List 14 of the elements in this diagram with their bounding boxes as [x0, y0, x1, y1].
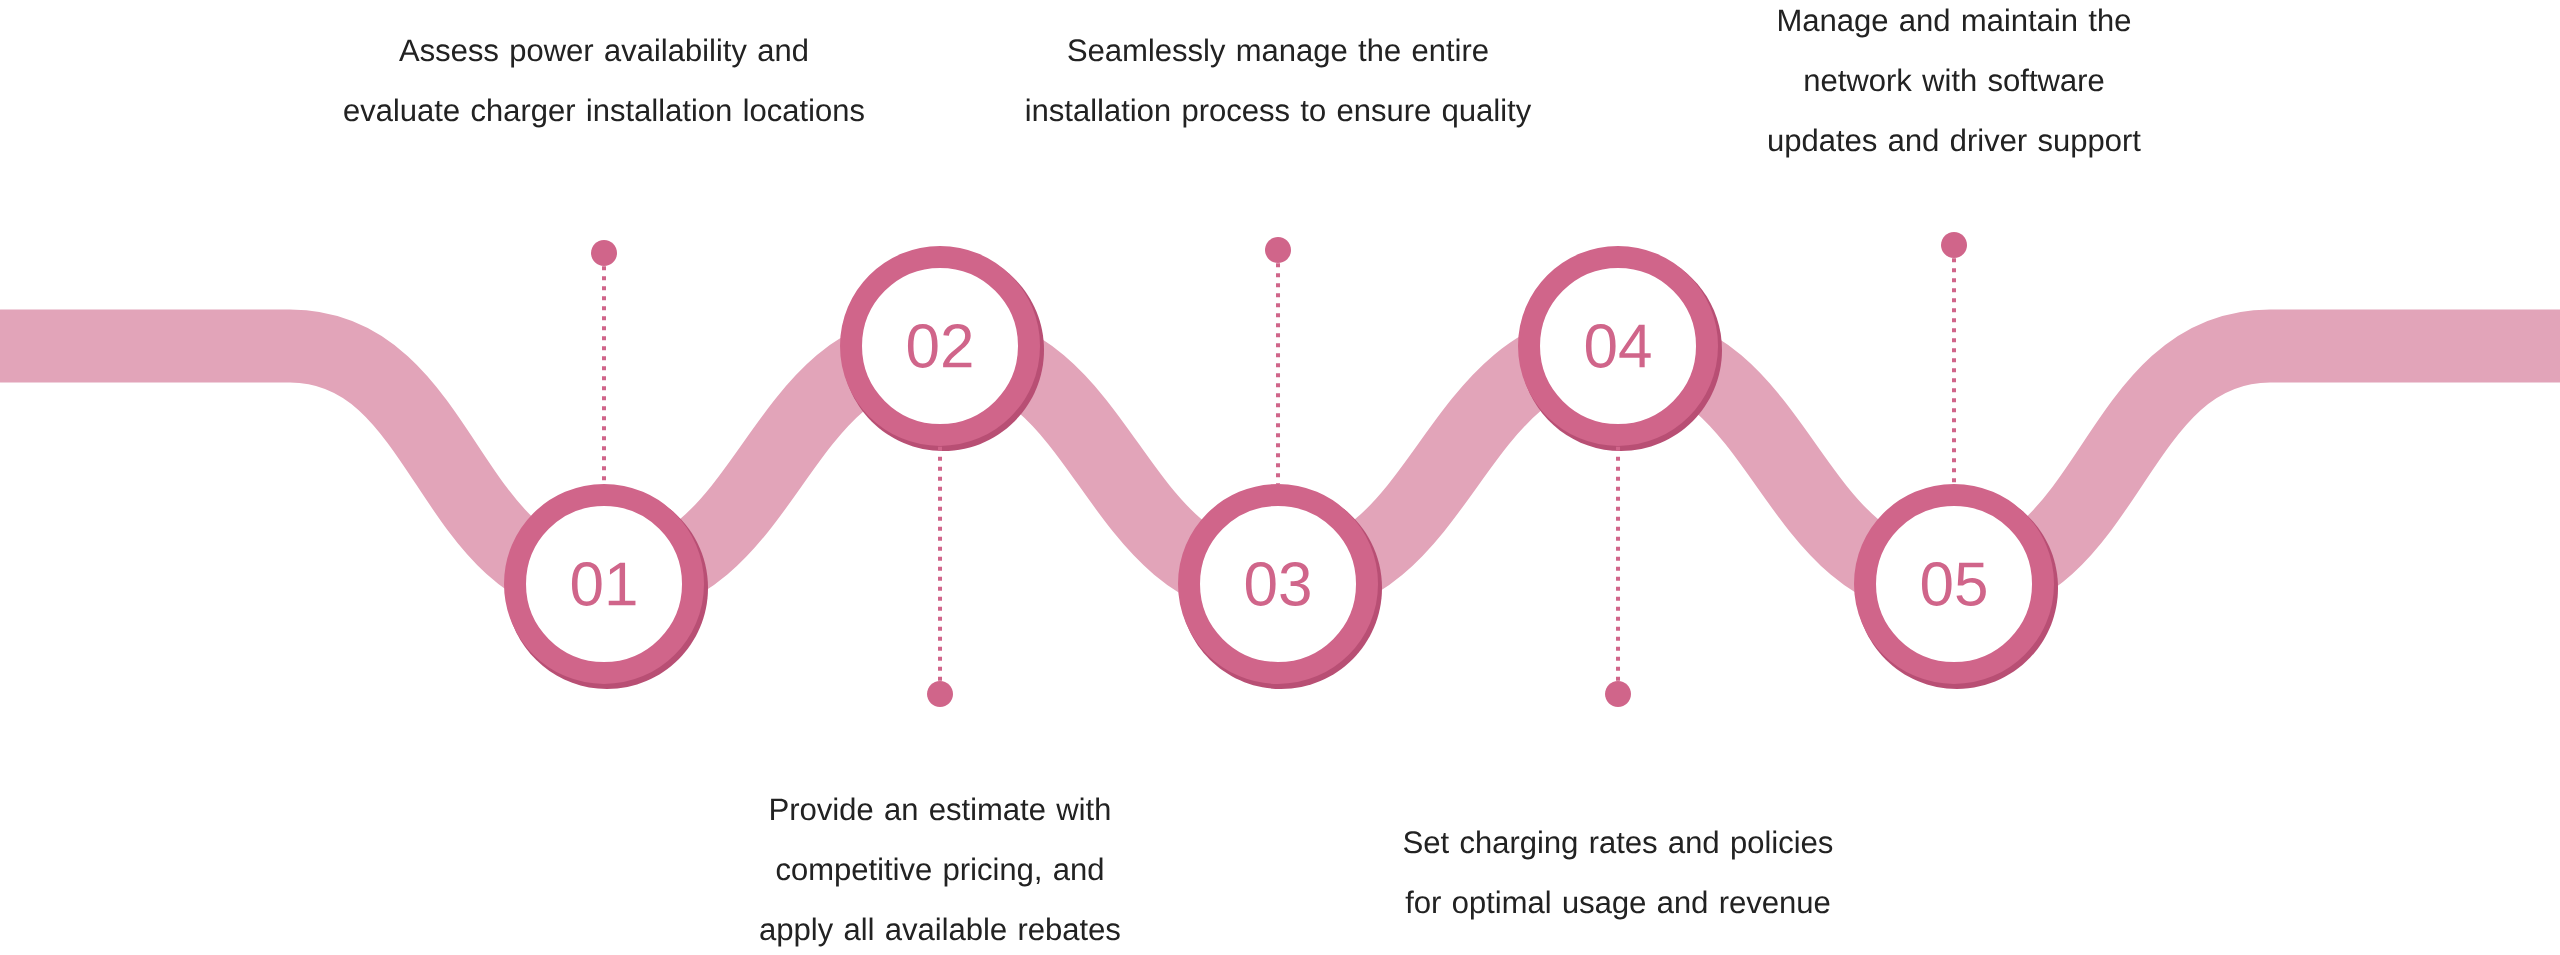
leader-line [938, 446, 942, 681]
leader-dot [1265, 237, 1291, 263]
leader-dot [591, 240, 617, 266]
step-description: Provide an estimate with competitive pricing, and apply all available rebates [760, 797, 1120, 947]
step-description: Set charging rates and policies for optimal usage and revenue [1404, 830, 1833, 920]
step-description: Manage and maintain the network with software updates and driver support [1769, 8, 2141, 158]
step-description: Assess power availability and evaluate charger installation locations [344, 38, 864, 128]
leader-line [1952, 258, 1956, 484]
leader-dot [1605, 681, 1631, 707]
step-description: Seamlessly manage the entire installation process to ensure quality [1026, 38, 1532, 128]
leader-dot [927, 681, 953, 707]
leader-line [1616, 446, 1620, 681]
leader-line [1276, 263, 1280, 484]
leader-dot [1941, 232, 1967, 258]
